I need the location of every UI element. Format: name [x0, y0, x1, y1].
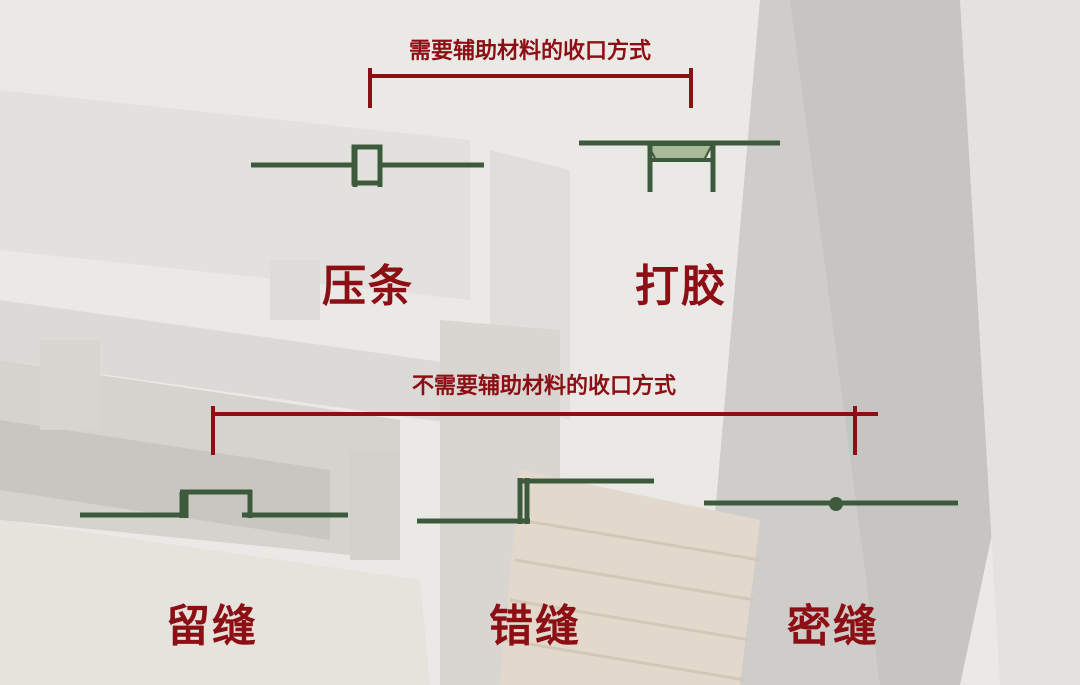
method-label-sealant: 打胶 [635, 261, 727, 312]
sealant-diagram [579, 140, 780, 192]
bottom-group-bracket [211, 406, 878, 455]
press-strip-diagram [251, 144, 484, 187]
method-label-staggered-gap: 错缝 [489, 601, 581, 652]
reserved-gap-diagram [80, 489, 348, 518]
top-group-title: 需要辅助材料的收口方式 [408, 39, 652, 64]
tight-seam-diagram [704, 497, 958, 511]
staggered-gap-diagram [417, 478, 654, 524]
method-label-tight-seam: 密缝 [787, 601, 879, 652]
bottom-group-title: 不需要辅助材料的收口方式 [411, 374, 677, 399]
top-group-bracket [368, 68, 693, 108]
method-label-press-strip: 压条 [322, 261, 414, 312]
method-label-reserved-gap: 留缝 [166, 601, 258, 652]
